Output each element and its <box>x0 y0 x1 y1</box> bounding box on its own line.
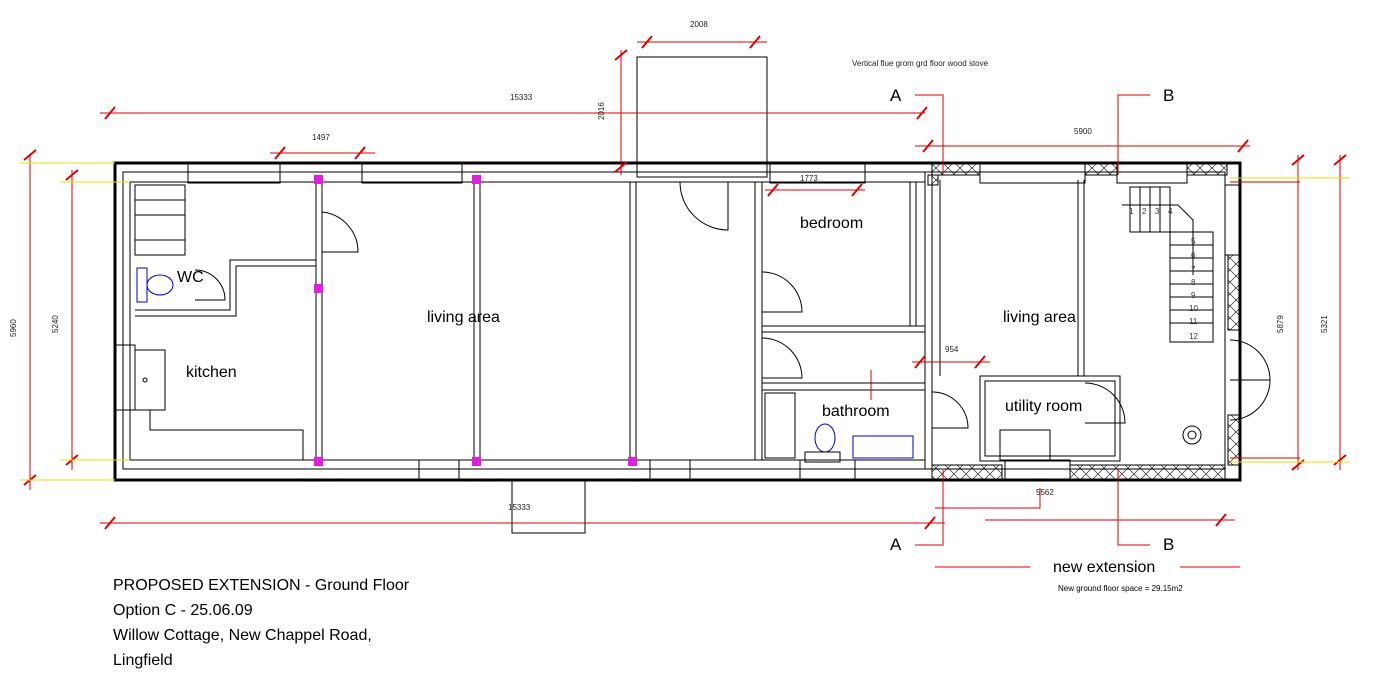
stair-number: 10 <box>1189 304 1198 313</box>
room-label-living-area: living area <box>427 309 500 326</box>
room-label-bathroom: bathroom <box>822 403 890 420</box>
stair-number: 1 <box>1129 207 1134 216</box>
dim-right-outer: 5321 <box>1320 315 1329 333</box>
extension-stairs[interactable]: 1 2 3 4 5 6 7 8 9 10 11 12 <box>1122 186 1214 343</box>
stair-number: 12 <box>1189 332 1198 341</box>
town-line: Lingfield <box>113 652 173 669</box>
new-extension-label: new extension <box>1053 559 1155 576</box>
title-line: PROPOSED EXTENSION - Ground Floor <box>113 577 410 594</box>
columns <box>314 175 637 466</box>
floor-area-note: New ground floor space = 29.15m2 <box>1058 584 1183 593</box>
section-marker-b: B <box>1163 86 1174 105</box>
stair-number: 8 <box>1191 278 1196 287</box>
stair-number: 5 <box>1191 237 1196 246</box>
dim-ext-bottom: 5562 <box>1036 488 1054 497</box>
room-label-bedroom: bedroom <box>800 215 863 232</box>
stair-number: 7 <box>1191 265 1196 274</box>
section-marker-b: B <box>1163 535 1174 554</box>
stair-number: 9 <box>1191 291 1196 300</box>
dim-right-inner: 5879 <box>1276 315 1285 333</box>
room-label-wc: WC <box>177 269 204 286</box>
dim-bedroom: 1773 <box>800 174 818 183</box>
dim-porch-depth: 2016 <box>597 102 606 120</box>
flue-note: Vertical flue grom grd floor wood stove <box>852 59 989 68</box>
walls <box>113 56 1271 534</box>
stair-number: 3 <box>1155 207 1160 216</box>
dim-ext-top: 5900 <box>1074 127 1092 136</box>
dim-window: 1497 <box>312 133 330 142</box>
room-label-utility-room: utility room <box>1005 398 1082 415</box>
section-marker-a: A <box>890 535 902 554</box>
dim-overall-bottom: 15333 <box>508 503 531 512</box>
room-label-living-area-extension: living area <box>1003 309 1076 326</box>
dim-utility: 954 <box>945 345 959 354</box>
stair-number: 2 <box>1142 207 1147 216</box>
dimension-lines <box>20 35 1350 568</box>
dim-left-inner: 5240 <box>51 315 60 333</box>
stair-number: 4 <box>1168 207 1173 216</box>
stair-number: 11 <box>1189 317 1198 326</box>
stair-number: 6 <box>1191 251 1196 260</box>
section-marker-a: A <box>890 86 902 105</box>
dim-left-outer: 5960 <box>9 319 18 337</box>
option-line: Option C - 25.06.09 <box>113 602 253 619</box>
room-label-kitchen: kitchen <box>186 364 237 381</box>
title-block: PROPOSED EXTENSION - Ground Floor Option… <box>113 577 410 669</box>
address-line: Willow Cottage, New Chappel Road, <box>113 627 372 644</box>
dim-overall-top: 15333 <box>510 93 533 102</box>
dim-porch-width: 2008 <box>690 20 708 29</box>
